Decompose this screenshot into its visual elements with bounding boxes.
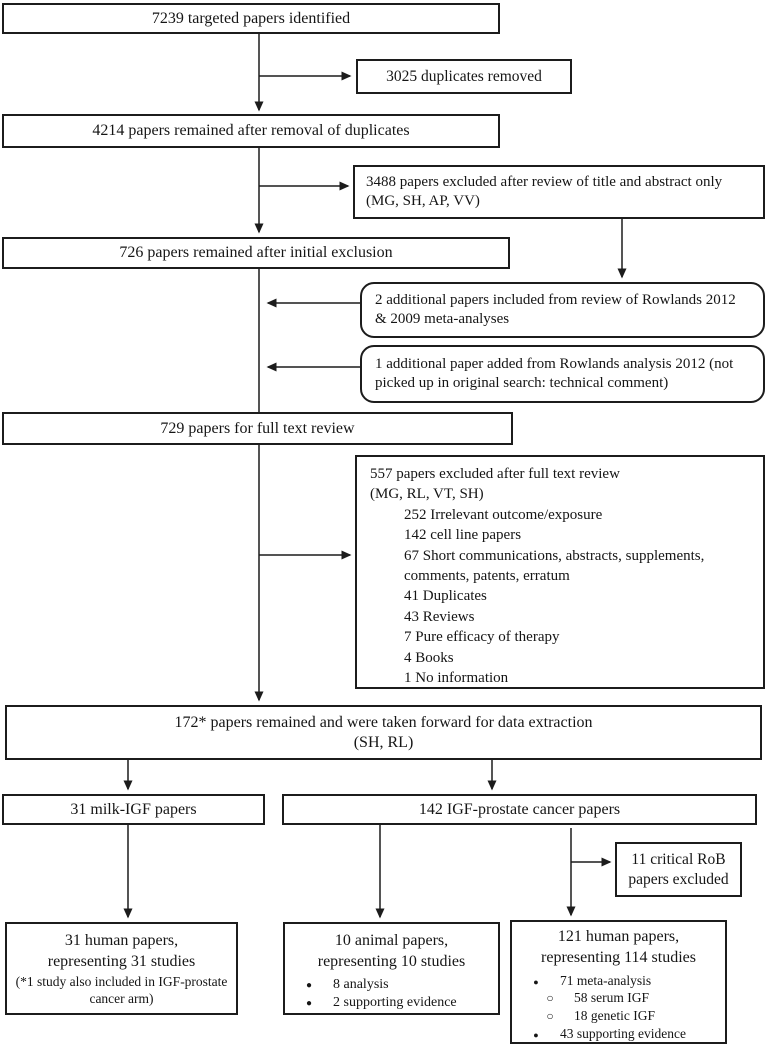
bullet-disc-icon: ●: [305, 979, 313, 991]
excluded-item: 142 cell line papers: [404, 527, 522, 544]
node-rowlands-added: 1 additional paper added from Rowlands a…: [360, 345, 765, 403]
human-igf-line1: 121 human papers,: [557, 928, 680, 945]
node-full-text-review: 729 papers for full text review: [2, 412, 513, 445]
excluded-full-text-line2: (MG, RL, VT, SH): [370, 486, 484, 503]
node-rowlands-included: 2 additional papers included from review…: [360, 282, 765, 338]
animal-line2: representing 10 studies: [317, 952, 466, 970]
node-duplicates-removed: 3025 duplicates removed: [356, 59, 572, 94]
bullet-circle-icon: ○: [546, 991, 554, 1006]
excluded-item: 1 No information: [404, 669, 509, 686]
human-milk-line1: 31 human papers,: [64, 932, 179, 949]
data-extraction-line2: (SH, RL): [353, 733, 414, 751]
human-igf-bullet: ● 71 meta-analysis: [512, 972, 725, 990]
excluded-full-text-line1: 557 papers excluded after full text revi…: [370, 466, 620, 482]
human-igf-line2: representing 114 studies: [541, 948, 696, 966]
bullet-disc-icon: ●: [305, 998, 313, 1010]
node-milk-igf: 31 milk-IGF papers: [2, 794, 265, 825]
animal-bullet: ● 2 supporting evidence: [285, 994, 498, 1013]
animal-bullet: ● 8 analysis: [285, 976, 498, 995]
node-excluded-title-abstract: 3488 papers excluded after review of tit…: [353, 165, 765, 219]
node-identified: 7239 targeted papers identified: [2, 3, 500, 34]
excluded-item: 41 Duplicates: [404, 588, 487, 605]
human-milk-line2: representing 31 studies: [47, 952, 196, 970]
node-animal: 10 animal papers, representing 10 studie…: [283, 922, 500, 1015]
data-extraction-line1: 172* papers remained and were taken forw…: [174, 713, 593, 731]
node-human-milk: 31 human papers, representing 31 studies…: [5, 922, 238, 1015]
human-igf-subbullet: ○ 58 serum IGF: [512, 989, 725, 1007]
node-rob-excluded: 11 critical RoB papers excluded: [615, 842, 742, 897]
excluded-item: 67 Short communications, abstracts, supp…: [404, 547, 705, 584]
node-data-extraction: 172* papers remained and were taken forw…: [5, 705, 762, 760]
excluded-item: 4 Books: [404, 649, 454, 666]
node-human-igf: 121 human papers, representing 114 studi…: [510, 920, 727, 1044]
excluded-item: 7 Pure efficacy of therapy: [404, 629, 560, 646]
node-after-initial-exclusion: 726 papers remained after initial exclus…: [2, 237, 510, 269]
bullet-disc-icon: ●: [533, 1030, 539, 1041]
animal-line1: 10 animal papers,: [334, 932, 449, 949]
bullet-circle-icon: ○: [546, 1009, 554, 1024]
human-igf-subbullet: ○ 18 genetic IGF: [512, 1007, 725, 1025]
bullet-disc-icon: ●: [533, 976, 539, 987]
node-after-duplicates: 4214 papers remained after removal of du…: [2, 114, 500, 148]
excluded-item: 43 Reviews: [404, 608, 475, 625]
human-igf-bullet: ● 43 supporting evidence: [512, 1025, 725, 1043]
excluded-item: 252 Irrelevant outcome/exposure: [404, 506, 603, 523]
node-excluded-full-text: 557 papers excluded after full text revi…: [355, 455, 765, 689]
human-milk-note: (*1 study also included in IGF-prostate …: [15, 973, 228, 1007]
node-igf-prostate: 142 IGF-prostate cancer papers: [282, 794, 757, 825]
